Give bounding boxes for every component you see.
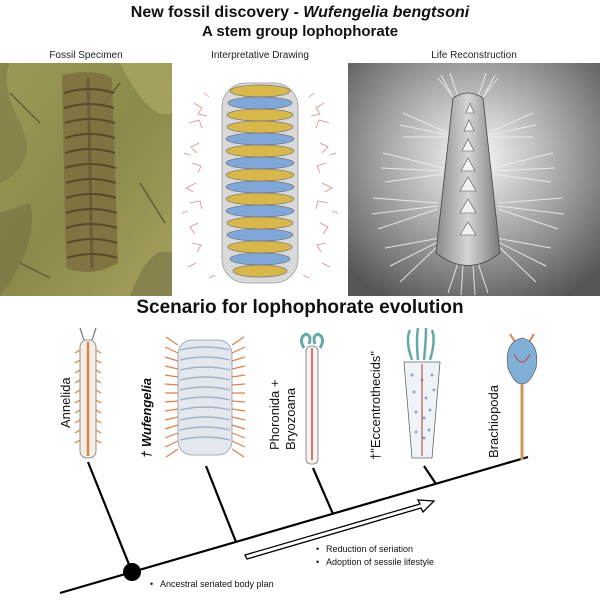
brachiopoda-illustration — [506, 333, 538, 460]
fossil-specimen-label: Fossil Specimen — [0, 48, 172, 63]
eccentrothecids-illustration — [403, 327, 441, 459]
interpretative-drawing-panel: Interpretative Drawing — [174, 48, 346, 296]
eccentrothecids-sclerites — [410, 373, 436, 440]
wufengelia-illustration — [164, 336, 246, 458]
title-species: Wufengelia bengtsoni — [303, 4, 470, 21]
branch-eccentrothecids — [423, 465, 437, 485]
figure-panels: Fossil Specimen — [0, 48, 600, 296]
label-annelida: Annelida — [58, 377, 73, 428]
main-title: New fossil discovery - Wufengelia bengts… — [0, 4, 600, 22]
note-reduction: Reduction of seriation — [326, 544, 413, 554]
life-reconstruction-image — [348, 63, 600, 296]
fossil-body — [62, 72, 118, 272]
branch-wufengelia — [204, 465, 238, 543]
label-phoronida-2: Bryozoana — [283, 387, 298, 450]
transition-arrow — [244, 499, 436, 560]
label-brachiopoda: Brachiopoda — [486, 384, 501, 458]
label-wufengelia: † Wufengelia — [139, 378, 154, 458]
phoronida-illustration — [299, 332, 325, 465]
title-prefix: New fossil discovery - — [130, 4, 304, 21]
note-adoption: Adoption of sessile lifestyle — [326, 557, 434, 567]
note-ancestral-bullet: • — [150, 579, 153, 589]
annelida-illustration — [74, 327, 102, 459]
body-segments — [225, 84, 295, 278]
setae-scribbles — [181, 92, 339, 279]
life-reconstruction-panel: Life Reconstruction — [348, 48, 600, 296]
interpretative-drawing-label: Interpretative Drawing — [174, 48, 346, 63]
interpretative-drawing-image — [174, 63, 346, 296]
note-reduction-bullet: • — [316, 544, 319, 554]
label-phoronida-1: Phoronida + — [267, 380, 282, 450]
life-reconstruction-label: Life Reconstruction — [348, 48, 600, 63]
branch-phoronida — [311, 467, 335, 515]
fossil-specimen-image — [0, 63, 172, 296]
fossil-specimen-panel: Fossil Specimen — [0, 48, 172, 296]
note-ancestral: Ancestral seriated body plan — [160, 579, 274, 589]
ancestral-node — [123, 563, 141, 581]
phylogeny-diagram: • Reduction of seriation • Adoption of s… — [58, 327, 538, 595]
label-eccentrothecids: †"Eccentrothecids" — [368, 351, 383, 460]
scenario-title: Scenario for lophophorate evolution — [136, 297, 464, 318]
branch-annelida — [86, 461, 134, 573]
reconstruction-setae — [371, 72, 565, 296]
subtitle: A stem group lophophorate — [201, 23, 399, 40]
note-adoption-bullet: • — [316, 557, 319, 567]
reconstruction-spines — [459, 102, 477, 236]
